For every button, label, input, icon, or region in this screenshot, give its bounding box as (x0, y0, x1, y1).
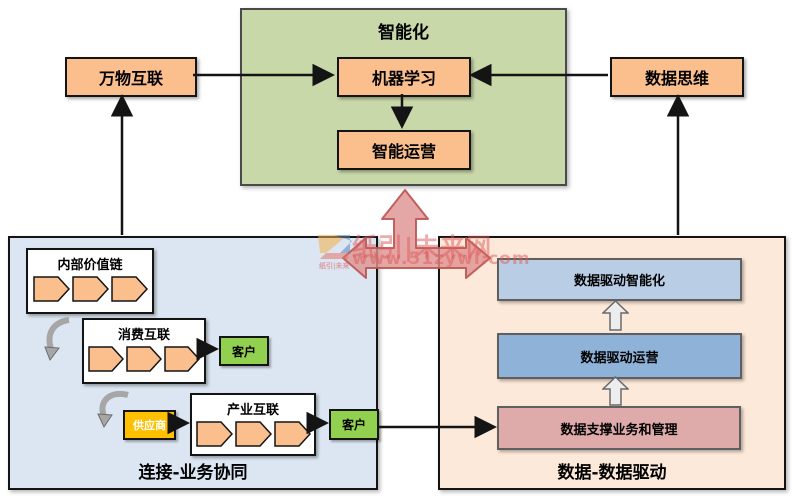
consumer-internet-box: 消费互联 (82, 318, 206, 384)
intelligence-panel-title: 智能化 (378, 23, 429, 43)
industrial-customer-box: 客户 (329, 409, 379, 440)
svg-text:纸引|未来: 纸引|未来 (319, 261, 351, 271)
process-chevron-icon (164, 346, 200, 372)
curved-arrow-icon (97, 390, 129, 429)
connection-panel-label: 连接-业务协同 (138, 463, 248, 483)
data-driven-panel-label: 数据-数据驱动 (557, 463, 667, 483)
chevron-row (84, 346, 204, 372)
process-chevron-icon (195, 421, 233, 447)
process-chevron-icon (32, 276, 70, 302)
data-driven-intelligence-box: 数据驱动智能化 (497, 258, 742, 301)
data-supports-business-box: 数据支撑业务和管理 (497, 406, 741, 450)
process-chevron-icon (88, 346, 124, 372)
consumer-customer-box: 客户 (219, 336, 269, 366)
internal-value-chain-box: 内部价值链 (26, 248, 154, 314)
data-thinking-box: 数据思维 (610, 57, 744, 97)
supplier-box: 供应商 (123, 410, 176, 440)
chevron-row (192, 421, 314, 447)
process-chevron-icon (126, 346, 162, 372)
up-block-arrow-icon (602, 300, 629, 331)
data-driven-operations-box: 数据驱动运营 (497, 333, 742, 379)
internal-value-chain-label: 内部价值链 (57, 258, 123, 273)
process-chevron-icon (71, 276, 109, 302)
iot-box: 万物互联 (65, 57, 197, 97)
consumer-internet-label: 消费互联 (117, 328, 170, 343)
industrial-internet-box: 产业互联 (190, 393, 316, 456)
process-chevron-icon (273, 421, 311, 447)
chevron-row (28, 276, 152, 302)
curved-arrow-icon (44, 317, 70, 362)
machine-learning-box: 机器学习 (337, 57, 471, 97)
process-chevron-icon (234, 421, 272, 447)
intelligent-operations-box: 智能运营 (337, 130, 471, 170)
up-block-arrow-icon (602, 376, 629, 406)
process-chevron-icon (110, 276, 148, 302)
industrial-internet-label: 产业互联 (226, 403, 279, 418)
watermark-logo: 纸引|未来 (318, 235, 352, 271)
